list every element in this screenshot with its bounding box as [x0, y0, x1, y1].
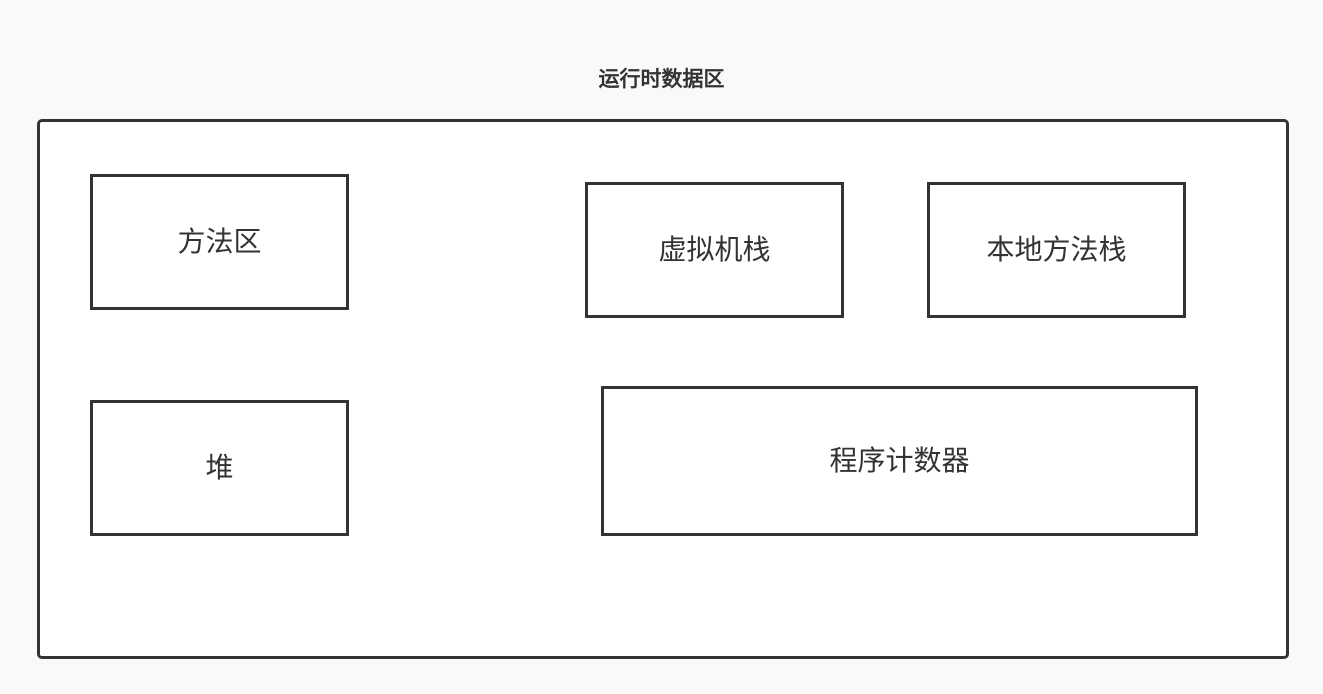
native-method-stack-box: 本地方法栈	[927, 182, 1186, 318]
diagram-title: 运行时数据区	[598, 67, 725, 91]
method-area-label: 方法区	[177, 225, 262, 258]
native-method-stack-label: 本地方法栈	[986, 233, 1127, 266]
vm-stack-label: 虚拟机栈	[658, 233, 771, 266]
vm-stack-box: 虚拟机栈	[585, 182, 844, 318]
heap-box: 堆	[90, 400, 349, 536]
pc-register-label: 程序计数器	[829, 444, 970, 477]
heap-label: 堆	[205, 451, 234, 484]
pc-register-box: 程序计数器	[601, 386, 1198, 536]
method-area-box: 方法区	[90, 174, 349, 310]
